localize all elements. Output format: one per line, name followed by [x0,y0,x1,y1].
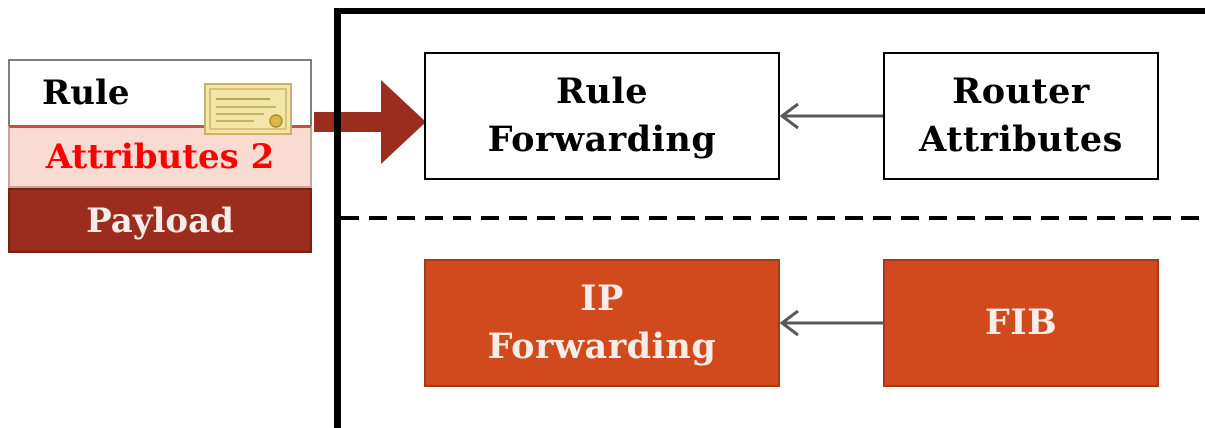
packet: Rule Attributes 2 Payload [8,59,314,253]
packet-rule-label: Rule [42,73,130,113]
packet-rule-field: Rule [8,59,312,125]
fib-label: FIB [984,302,1058,343]
attributes-to-rule-forwarding-arrow [779,102,883,130]
rule-forwarding-line2: Forwarding [487,119,717,160]
rule-forwarding-line1: Rule [555,71,649,112]
fib-to-ip-forwarding-arrow [779,309,883,337]
ip-forwarding-line2: Forwarding [487,326,717,367]
packet-payload-field: Payload [8,188,312,253]
fib-box: FIB [883,259,1159,387]
ip-forwarding-line1: IP [580,278,624,319]
ip-forwarding-box: IP Forwarding [424,259,780,387]
packet-attributes-label: Attributes 2 [45,137,275,177]
router-attributes-line1: Router [952,71,1090,112]
router-attributes-box: Router Attributes [883,52,1159,180]
router-attributes-line2: Attributes [919,119,1123,160]
ingress-arrow [314,80,426,164]
packet-attributes-field: Attributes 2 [8,125,312,188]
rule-forwarding-box: Rule Forwarding [424,52,780,180]
certificate-icon [204,83,292,135]
packet-payload-label: Payload [86,200,234,241]
router-panel [334,8,1205,428]
